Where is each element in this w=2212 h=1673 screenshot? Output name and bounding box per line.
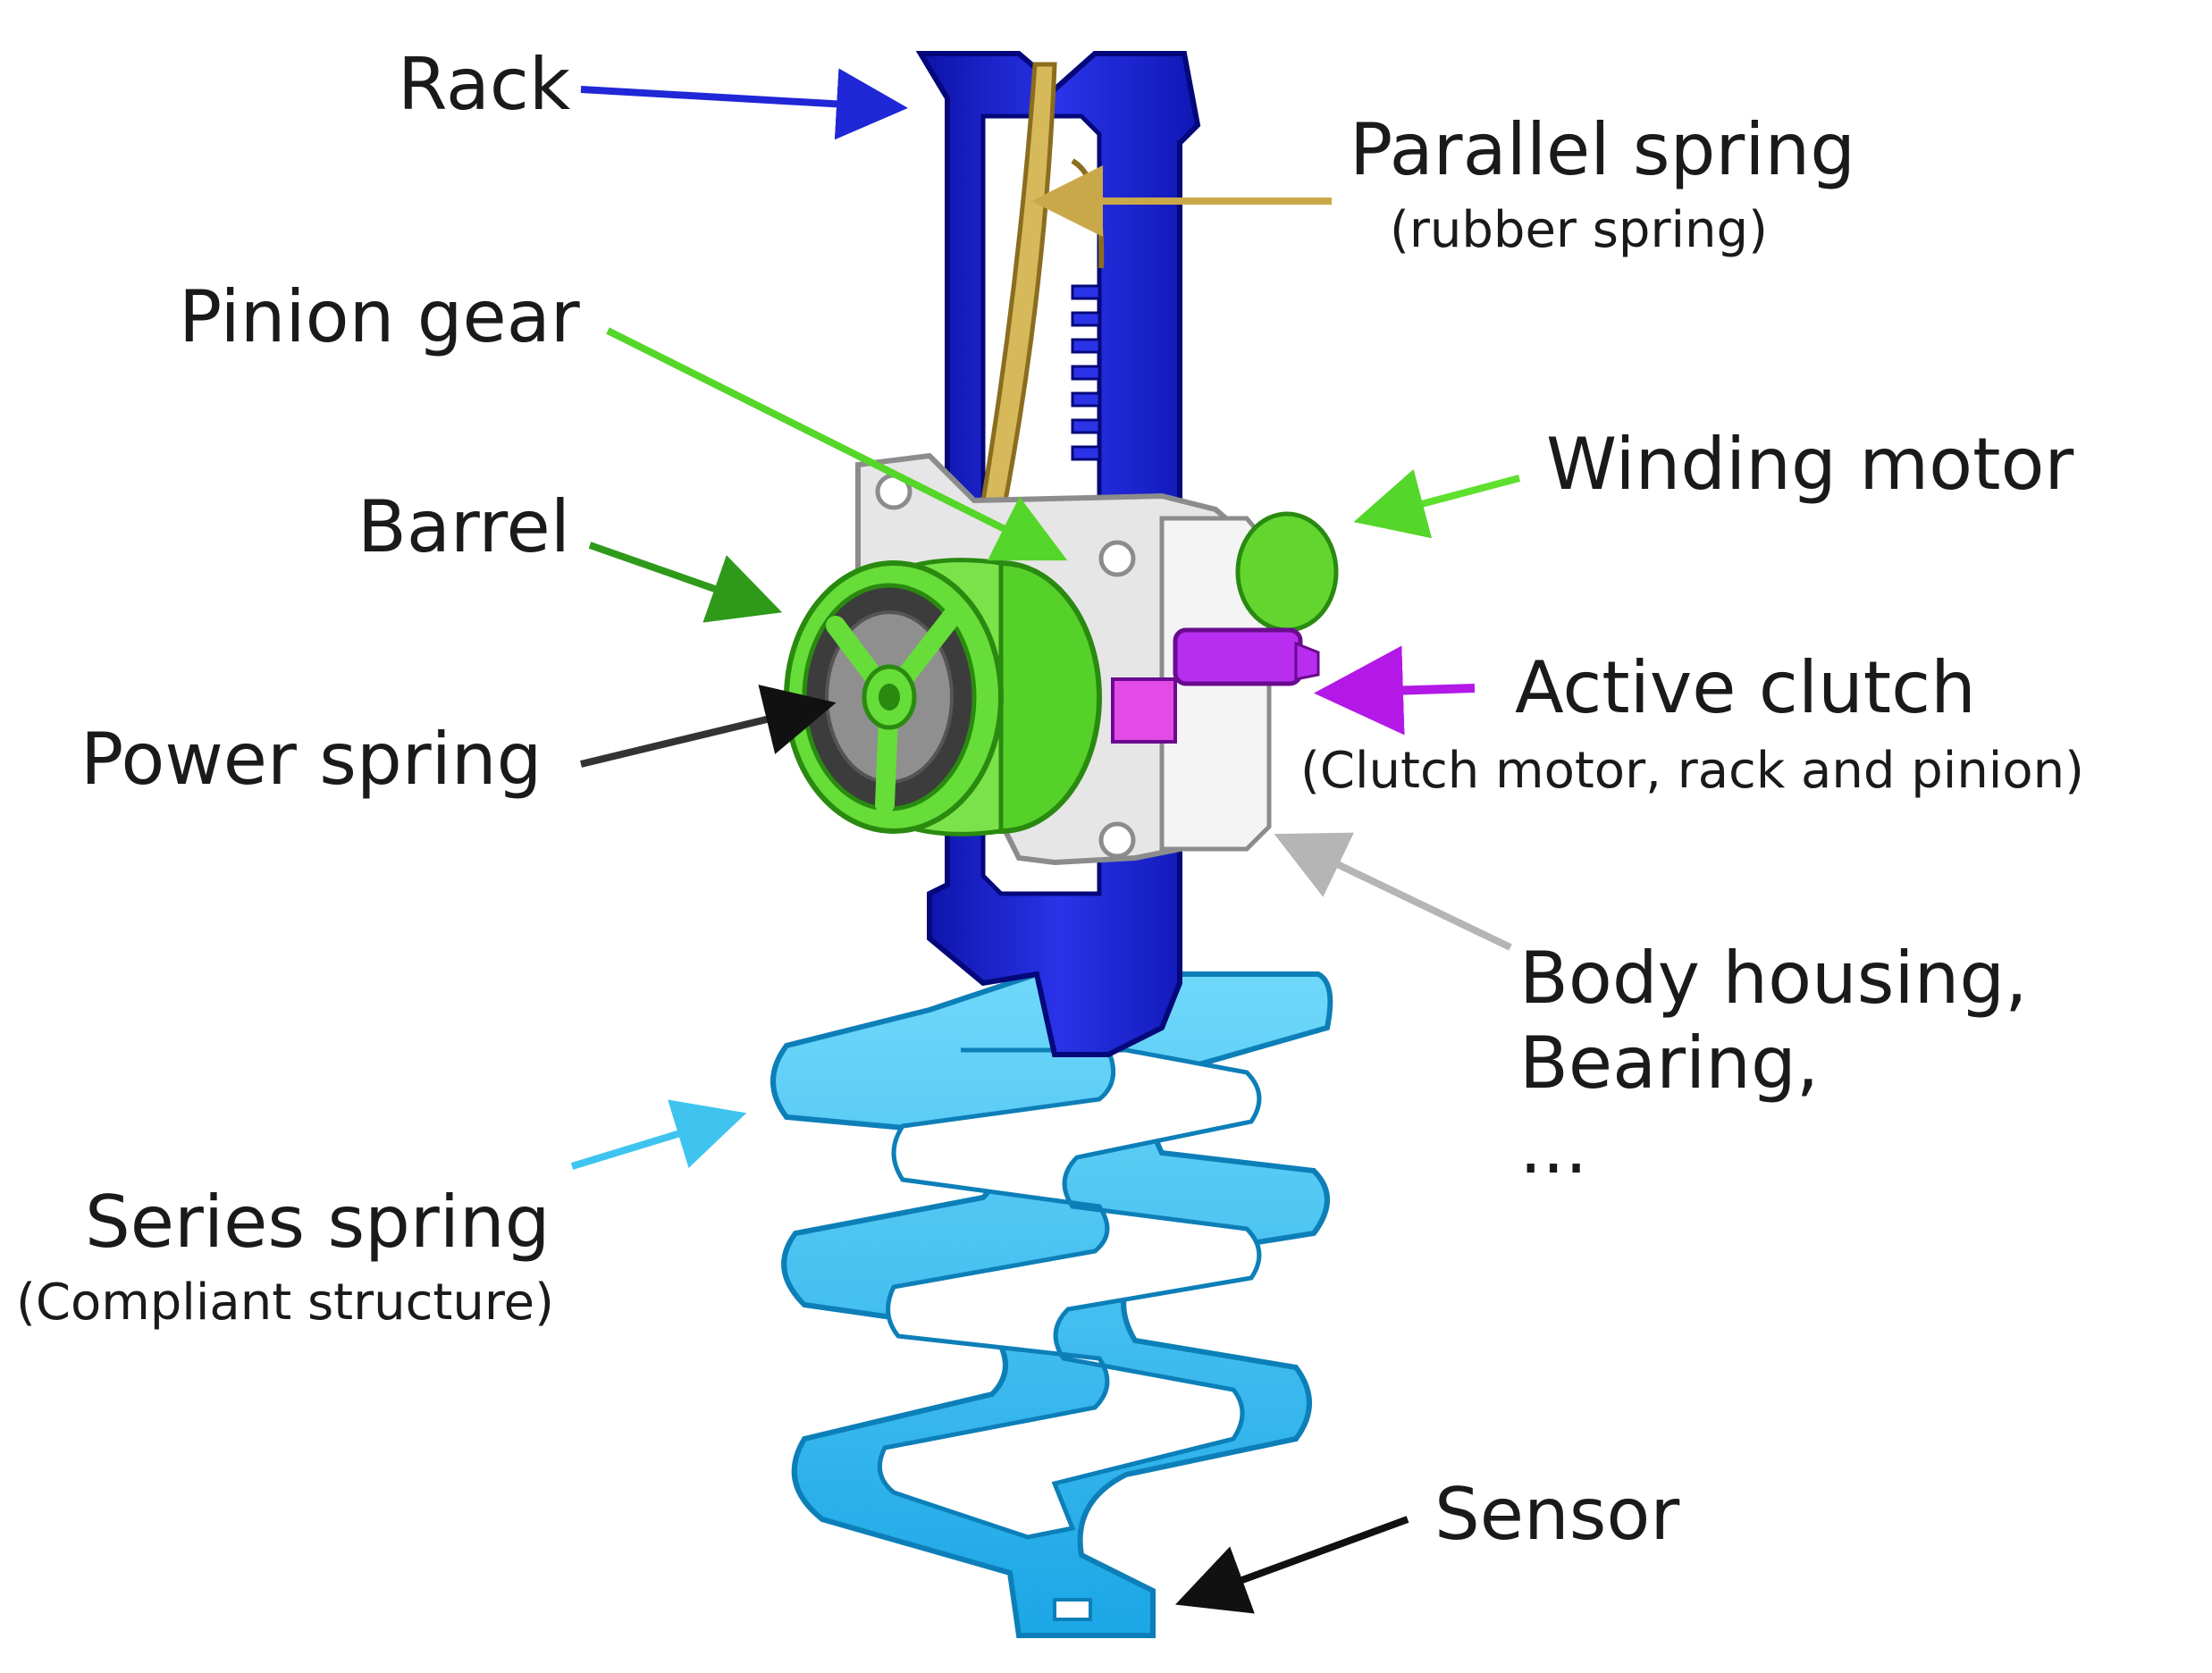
winding-motor-arrow (1353, 468, 1521, 539)
active-clutch-label: Active clutch (1515, 646, 1976, 729)
active-clutch-part (1111, 627, 1320, 744)
pinion-gear-arrow (606, 327, 1068, 561)
body-housing-label-line2: Bearing, (1519, 1021, 1820, 1105)
winding-motor-part (1235, 511, 1339, 633)
active-clutch-sublabel: (Clutch motor, rack and pinion) (1300, 742, 2084, 800)
power-spring-arrow (580, 685, 837, 768)
active-clutch-arrow (1314, 645, 1476, 736)
body-housing-label-line1: Body housing, (1519, 937, 2028, 1020)
sensor-label: Sensor (1434, 1473, 1680, 1556)
sensor-arrow (1174, 1516, 1409, 1614)
series-spring-arrow (570, 1099, 747, 1170)
barrel-arrow (588, 542, 783, 623)
winding-motor-label: Winding motor (1546, 423, 2074, 506)
barrel-label: Barrel (357, 485, 570, 568)
rack-label: Rack (398, 43, 571, 126)
power-spring-label: Power spring (80, 718, 542, 801)
series-spring-sublabel: (Compliant structure) (16, 1274, 554, 1332)
rack-arrow (580, 68, 908, 140)
parallel-spring-label: Parallel spring (1350, 108, 1855, 191)
series-spring-part (770, 971, 1333, 1638)
rack-teeth (1071, 284, 1101, 461)
parallel-spring-sublabel: (rubber spring) (1390, 201, 1768, 259)
body-housing-arrow (1274, 832, 1512, 951)
barrel-part (784, 558, 1102, 836)
body-housing-label-line3: ... (1519, 1106, 1588, 1190)
series-spring-label: Series spring (85, 1181, 551, 1264)
pinion-gear-label: Pinion gear (179, 275, 580, 358)
